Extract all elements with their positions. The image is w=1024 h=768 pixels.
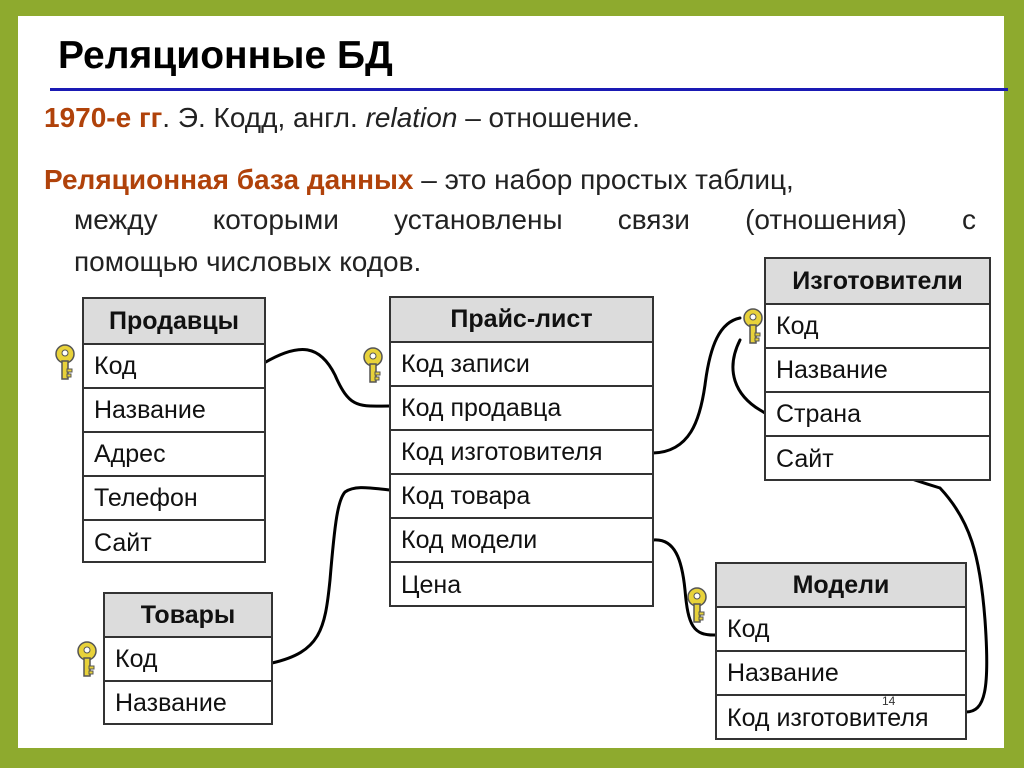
table-goods: Товары Код Название	[103, 592, 273, 725]
definition-line-3: помощью числовых кодов.	[74, 246, 422, 277]
table-field: Код	[105, 638, 271, 682]
table-models: Модели Код Название Код изготовителя	[715, 562, 967, 740]
primary-key-icon	[55, 344, 75, 380]
table-field: Код	[84, 345, 264, 389]
table-field: Код модели	[391, 519, 652, 563]
table-field: Код	[766, 305, 989, 349]
definition-line-2: между которыми установлены связи (отноше…	[74, 204, 976, 235]
link-pricelist-models	[651, 538, 718, 637]
link-seller-pricelist	[262, 348, 392, 408]
table-field: Сайт	[776, 444, 834, 473]
intro-meaning: – отношение.	[457, 102, 640, 133]
table-header: Прайс-лист	[391, 298, 652, 343]
table-field: Код	[717, 608, 965, 652]
table-field: Код продавца	[391, 387, 652, 431]
table-sellers: Продавцы Код Название Адрес Телефон Сайт	[82, 297, 266, 563]
table-field: Название	[115, 689, 227, 717]
definition-line1-rest: – это набор простых таблиц,	[413, 164, 794, 195]
table-field: Код изготовителя	[391, 431, 652, 475]
title-underline	[50, 88, 1008, 91]
table-field: Название	[84, 389, 264, 433]
table-field: Адрес	[84, 433, 264, 477]
slide-title: Реляционные БД	[58, 34, 393, 77]
primary-key-icon	[77, 641, 97, 677]
table-field: Код записи	[391, 343, 652, 387]
table-header: Продавцы	[84, 299, 264, 345]
table-field: Сайт	[94, 528, 152, 557]
primary-key-icon	[687, 587, 707, 623]
primary-key-icon	[743, 308, 763, 344]
link-pricelist-manufacturers	[651, 316, 742, 455]
definition-term: Реляционная база данных	[44, 164, 414, 195]
definition-line-1: Реляционная база данных – это набор прос…	[44, 164, 794, 196]
table-field: Цена	[401, 570, 462, 599]
table-field: Телефон	[84, 477, 264, 521]
table-field: Код изготовителя	[727, 703, 929, 732]
table-field: Название	[766, 349, 989, 393]
table-field: Страна	[766, 393, 989, 437]
primary-key-icon	[363, 347, 383, 383]
table-field: Код товара	[391, 475, 652, 519]
table-pricelist: Прайс-лист Код записи Код продавца Код и…	[389, 296, 654, 607]
table-header: Товары	[105, 594, 271, 638]
link-models-manufacturers	[731, 338, 989, 714]
table-header: Изготовители	[766, 259, 989, 305]
intro-line: 1970-е гг. Э. Кодд, англ. relation – отн…	[44, 102, 640, 134]
table-header: Модели	[717, 564, 965, 608]
table-manufacturers: Изготовители Код Название Страна Сайт	[764, 257, 991, 481]
intro-rest: . Э. Кодд, англ.	[162, 102, 366, 133]
page-number: 14	[882, 694, 896, 708]
table-field: Название	[717, 652, 965, 696]
link-goods-pricelist	[270, 486, 392, 665]
intro-term: relation	[365, 102, 458, 133]
intro-years: 1970-е гг	[44, 102, 163, 133]
